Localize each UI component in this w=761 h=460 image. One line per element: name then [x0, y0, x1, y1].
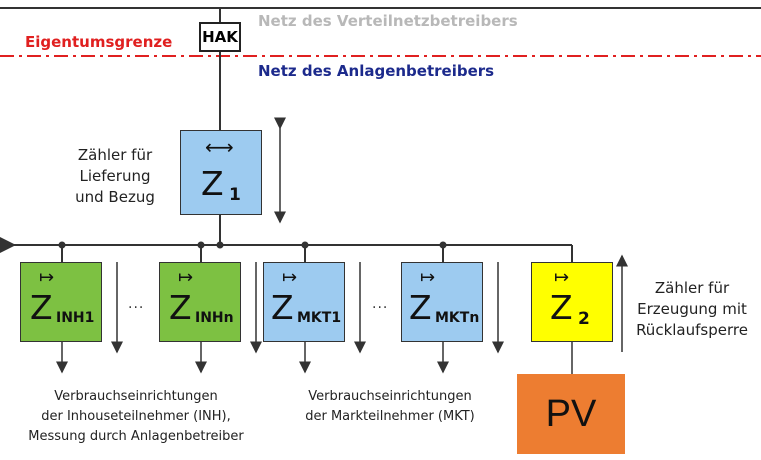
meter-mktn: ↦ Z MKTn [401, 262, 483, 342]
meter-letter: Z [169, 288, 192, 327]
meter-letter: Z [30, 288, 53, 327]
z1-desc-line: und Bezug [75, 188, 155, 206]
meter-inhn: ↦ Z INHn [159, 262, 241, 342]
forward-arrow-icon: ↦ [178, 267, 194, 288]
forward-arrow-icon: ↦ [420, 267, 436, 288]
meter-z1: ⟷ Z 1 [180, 130, 262, 215]
meter-subscript: 1 [229, 185, 241, 205]
meter-letter: Z [201, 164, 224, 203]
z2-desc-line: Rücklaufsperre [636, 321, 748, 339]
z2-desc-line: Erzeugung mit [637, 300, 747, 318]
meter-z2: ↦ Z 2 [531, 262, 613, 342]
mkt-desc-line: Verbrauchseinrichtungen [308, 389, 472, 404]
ellipsis: ... [372, 296, 389, 312]
z1-desc-line: Zähler für [77, 146, 153, 164]
mkt-description: Verbrauchseinrichtungen der Markteilnehm… [290, 387, 490, 427]
forward-arrow-icon: ↦ [39, 267, 55, 288]
bidirectional-arrow-icon: ⟷ [205, 135, 234, 159]
z2-desc-line: Zähler für [654, 279, 730, 297]
plant-operator-net-label: Netz des Anlagenbetreibers [258, 62, 495, 80]
z1-description: Zähler für Lieferung und Bezug [60, 145, 170, 208]
inh-description: Verbrauchseinrichtungen der Inhouseteiln… [4, 387, 268, 447]
meter-subscript: INHn [195, 310, 234, 326]
hak-box: HAK [199, 22, 241, 52]
grid-operator-net-label: Netz des Verteilnetzbetreibers [258, 12, 518, 30]
meter-letter: Z [409, 288, 432, 327]
z2-description: Zähler für Erzeugung mit Rücklaufsperre [628, 278, 756, 341]
ellipsis: ... [128, 296, 145, 312]
meter-inh1: ↦ Z INH1 [20, 262, 102, 342]
meter-subscript: MKT1 [297, 310, 342, 326]
meter-mkt1: ↦ Z MKT1 [263, 262, 345, 342]
inh-desc-line: der Inhouseteilnehmer (INH), [41, 409, 231, 424]
mkt-desc-line: der Markteilnehmer (MKT) [305, 409, 475, 424]
ownership-boundary-label: Eigentumsgrenze [25, 33, 173, 51]
meter-letter: Z [550, 288, 573, 327]
meter-letter: Z [271, 288, 294, 327]
forward-arrow-icon: ↦ [282, 267, 298, 288]
inh-desc-line: Messung durch Anlagenbetreiber [28, 429, 244, 444]
pv-box: PV [517, 374, 625, 454]
meter-subscript: 2 [578, 309, 590, 329]
z1-desc-line: Lieferung [79, 167, 151, 185]
meter-subscript: MKTn [435, 310, 480, 326]
inh-desc-line: Verbrauchseinrichtungen [54, 389, 218, 404]
meter-subscript: INH1 [56, 310, 95, 326]
forward-arrow-icon: ↦ [554, 267, 570, 288]
